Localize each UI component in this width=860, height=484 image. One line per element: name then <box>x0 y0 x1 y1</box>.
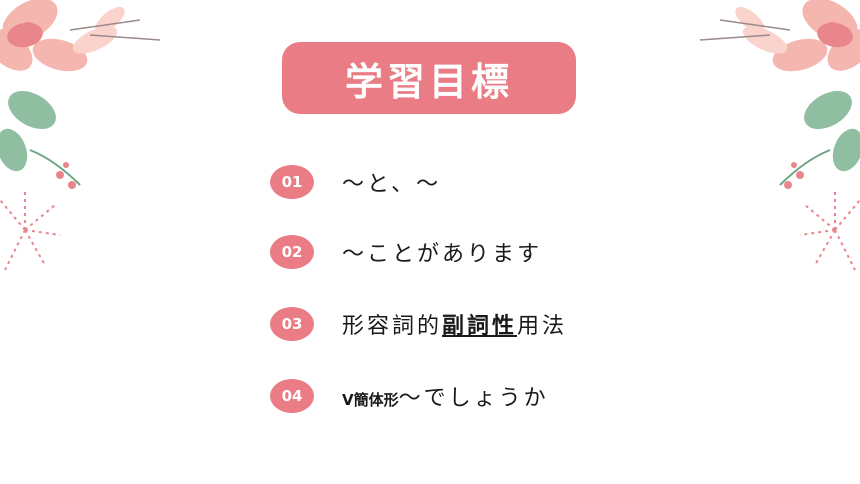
item-text-prefix: V簡体形 <box>342 391 399 409</box>
title-banner: 学習目標 <box>282 42 576 114</box>
item-text: V簡体形～でしょうか <box>342 380 549 412</box>
item-text-main: ～でしょうか <box>398 386 549 411</box>
page-title: 学習目標 <box>344 59 513 104</box>
item-text-emphasis: 副詞性 <box>442 314 518 339</box>
item-text: ～ことがあります <box>342 242 543 267</box>
item-text-before: 形容詞的 <box>342 314 443 339</box>
list-item-2: 02 ～ことがあります <box>270 232 539 272</box>
list-item-1: 01 ～と、～ <box>270 162 438 202</box>
list-item-3: 03 形容詞的副詞性用法 <box>270 304 564 344</box>
floral-decoration-left-icon <box>0 0 161 271</box>
item-number-badge: 04 <box>270 379 314 413</box>
floral-decoration-right-icon <box>699 0 860 271</box>
item-text: 形容詞的副詞性用法 <box>342 308 567 340</box>
item-number-badge: 03 <box>270 307 314 341</box>
list-item-4: 04 V簡体形～でしょうか <box>270 376 546 416</box>
item-text: ～と、～ <box>342 172 442 197</box>
item-text-after: 用法 <box>517 314 568 339</box>
item-number-badge: 01 <box>270 165 314 199</box>
item-number-badge: 02 <box>270 235 314 269</box>
